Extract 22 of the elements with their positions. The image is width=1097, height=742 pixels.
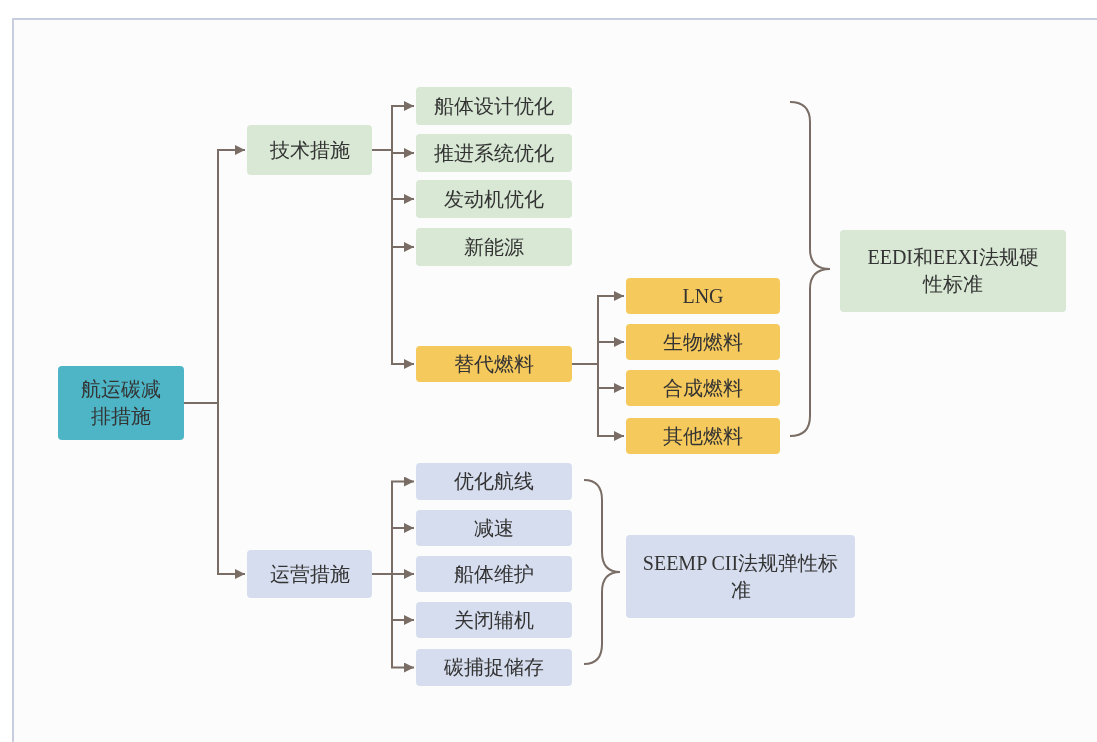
arrow [371,573,415,673]
process-box: 航运碳减排措施 [58,366,184,440]
process-box: 减速 [416,510,572,546]
process-box: 生物燃料 [626,324,780,360]
process-box: 新能源 [416,228,572,266]
process-box: 船体设计优化 [416,87,572,125]
process-box: SEEMP CII法规弹性标准 [626,535,855,618]
arrow [571,363,625,441]
process-box: 运营措施 [247,550,372,598]
process-box: 碳捕捉储存 [416,649,572,686]
process-box: 优化航线 [416,463,572,500]
process-box: 船体维护 [416,556,572,592]
process-box: 推进系统优化 [416,134,572,172]
process-box: LNG [626,278,780,314]
process-box: 替代燃料 [416,346,572,382]
process-box: 关闭辅机 [416,602,572,638]
process-box: 发动机优化 [416,180,572,218]
process-box: 其他燃料 [626,418,780,454]
process-box: 技术措施 [247,125,372,175]
arrow [183,402,246,579]
process-box: EEDI和EEXI法规硬性标准 [840,230,1066,312]
process-box: 合成燃料 [626,370,780,406]
